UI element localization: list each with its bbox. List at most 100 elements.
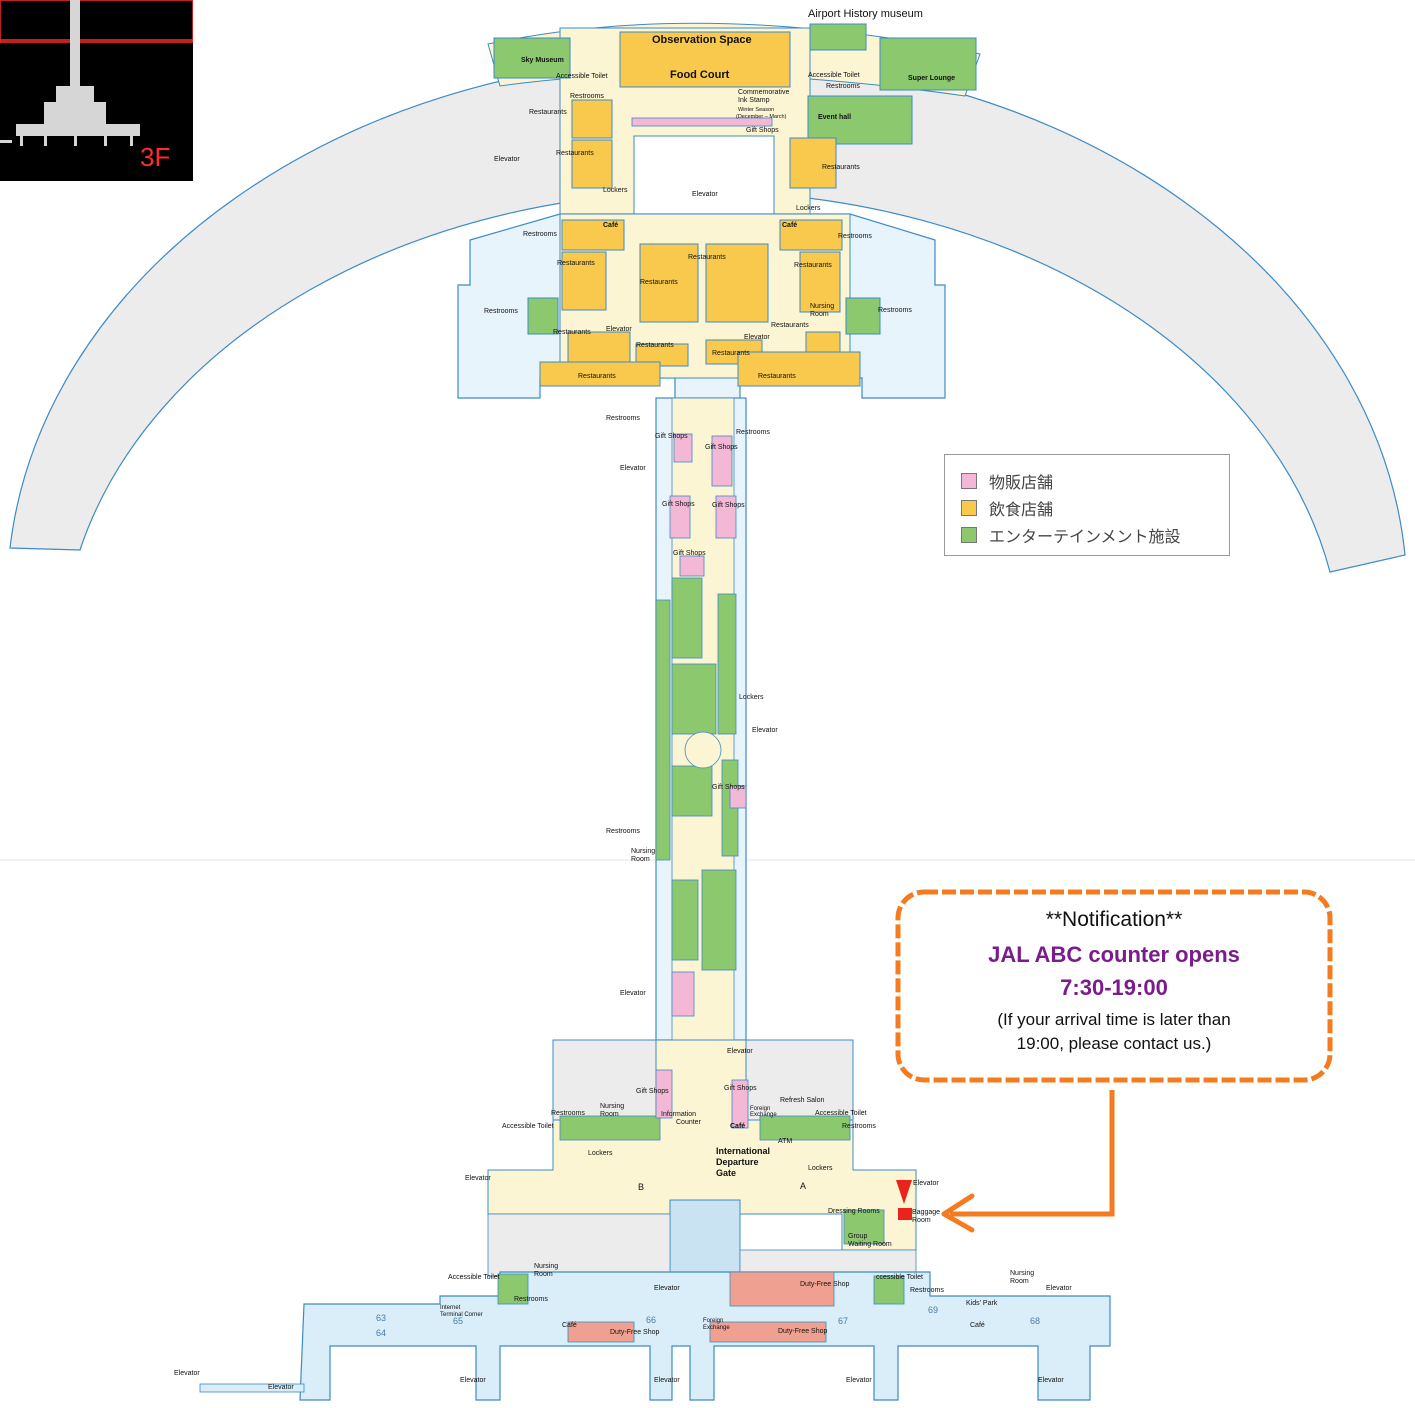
label-cafe-r: Café xyxy=(782,222,797,229)
label-restaurants-f: Restaurants xyxy=(794,262,832,269)
label-restaurants-g: Restaurants xyxy=(640,279,678,286)
gift-strip xyxy=(631,117,773,127)
label-gift-c1: Gift Shops xyxy=(655,433,688,440)
label-info-1: Information xyxy=(661,1111,696,1118)
label-elevator-c3: Elevator xyxy=(620,465,646,472)
label-restaurants-c: Restaurants xyxy=(822,164,860,171)
notice-line-2: 7:30-19:00 xyxy=(1060,975,1168,1000)
label-gift-s1: Gift Shops xyxy=(636,1088,669,1095)
legend-swatch-food xyxy=(961,499,977,516)
rest-block-c1 xyxy=(639,243,699,323)
label-nursing-c2: Room xyxy=(631,856,650,863)
label-restaurants-i: Restaurants xyxy=(553,329,591,336)
label-restrooms-s2: Restrooms xyxy=(842,1123,876,1130)
label-lockers-s1: Lockers xyxy=(588,1150,613,1157)
label-sky-museum: Sky Museum xyxy=(521,57,564,64)
gate-63: 63 xyxy=(376,1313,386,1323)
label-gift-c4: Gift Shops xyxy=(712,502,745,509)
label-nursing-s2: Room xyxy=(600,1111,619,1118)
notice-arrow-head xyxy=(941,1193,975,1233)
label-acc-w: Accessible Toilet xyxy=(448,1274,500,1281)
label-cafe-l: Café xyxy=(603,222,618,229)
gate-68: 68 xyxy=(1030,1316,1040,1326)
label-restaurants-j: Restaurants xyxy=(636,342,674,349)
departure-concourse xyxy=(299,1271,1111,1401)
south-green-r xyxy=(759,1115,851,1141)
floor-label: 3F xyxy=(140,142,171,172)
super-lounge-block xyxy=(879,37,977,91)
label-elevator-c5: Elevator xyxy=(620,990,646,997)
label-nursing-w1: Nursing xyxy=(534,1263,558,1270)
label-acc-e: ccessible Toilet xyxy=(876,1274,923,1281)
floor-indicator-diagram xyxy=(0,0,194,146)
group-waiting-block xyxy=(843,1209,885,1245)
label-refresh: Refresh Salon xyxy=(780,1097,824,1104)
rest-block-nw xyxy=(561,219,625,251)
gate-64: 64 xyxy=(376,1328,386,1338)
label-restaurants-l: Restaurants xyxy=(578,373,616,380)
label-elevator-c4: Elevator xyxy=(752,727,778,734)
pier-green-2 xyxy=(671,663,717,735)
notification-callout: **Notification** JAL ABC counter opens 7… xyxy=(898,892,1330,1080)
pier-pink-2 xyxy=(711,435,733,487)
label-gift-c6: Gift Shops xyxy=(712,784,745,791)
event-hall-block xyxy=(807,95,913,145)
label-foreign-b2: Exchange xyxy=(703,1325,730,1331)
label-atm: ATM xyxy=(778,1138,792,1145)
label-observation-space: Observation Space xyxy=(652,34,752,46)
label-elevator-c1: Elevator xyxy=(606,326,632,333)
courtyard xyxy=(633,135,775,223)
label-accessible-toilet-l: Accessible Toilet xyxy=(556,73,608,80)
legend-label-entertainment: エンターテインメント施設 xyxy=(989,526,1181,546)
pier-rotunda xyxy=(684,731,722,769)
notice-line-3: (If your arrival time is later than xyxy=(997,1010,1231,1029)
concourse-green-w xyxy=(497,1273,529,1305)
pier-pink-5 xyxy=(679,555,705,577)
label-restaurants-h: Restaurants xyxy=(771,322,809,329)
rest-block-ne xyxy=(779,219,843,251)
label-gift-s2: Gift Shops xyxy=(724,1085,757,1092)
legend-swatch-retail xyxy=(961,472,977,489)
label-gift-c3: Gift Shops xyxy=(662,501,695,508)
label-group-2: Waiting Room xyxy=(848,1241,892,1248)
notice-arrow xyxy=(950,1090,1115,1217)
pier-pink-4 xyxy=(715,495,737,539)
label-elevator-b5: Elevator xyxy=(846,1377,872,1384)
label-stamp-3: Winter Season xyxy=(738,107,774,113)
label-restrooms-c: Restrooms xyxy=(606,828,640,835)
label-nursing-1: Nursing xyxy=(810,303,834,310)
museum-block xyxy=(809,23,867,51)
dutyfree-block-2 xyxy=(567,1321,635,1343)
restroom-block-w xyxy=(527,297,559,335)
label-restrooms-side-l: Restrooms xyxy=(484,308,518,315)
label-nursing-e1: Nursing xyxy=(1010,1270,1034,1277)
label-dutyfree-1: Duty-Free Shop xyxy=(800,1281,850,1288)
rest-block-br xyxy=(737,351,861,387)
label-nursing-w2: Room xyxy=(534,1271,553,1278)
pier-green-1 xyxy=(671,577,703,659)
rest-block-sw xyxy=(567,331,631,365)
label-elevator-b4: Elevator xyxy=(654,1377,680,1384)
label-history-museum: Airport History museum xyxy=(808,8,923,20)
label-restrooms-n2: Restrooms xyxy=(736,429,770,436)
observation-space-block xyxy=(619,31,791,88)
legend-item-entertainment: エンターテインメント施設 xyxy=(961,521,1229,548)
label-dutyfree-3: Duty-Free Shop xyxy=(778,1328,828,1335)
pier-green-3 xyxy=(717,593,737,735)
gate-65: 65 xyxy=(453,1316,463,1326)
label-gate-a: A xyxy=(800,1181,806,1191)
label-acc-s-r: Accessible Toilet xyxy=(815,1110,867,1117)
label-lockers-s2: Lockers xyxy=(808,1165,833,1172)
label-nursing-e2: Room xyxy=(1010,1278,1029,1285)
label-elevator-s3: Elevator xyxy=(913,1180,939,1187)
south-pink-r xyxy=(731,1079,749,1129)
label-acc-s-l: Accessible Toilet xyxy=(502,1123,554,1130)
label-food-court: Food Court xyxy=(670,69,730,81)
rest-block-s1 xyxy=(635,343,689,367)
restaurant-w xyxy=(571,139,613,189)
label-restrooms-top-l: Restrooms xyxy=(570,93,604,100)
label-gift-c5: Gift Shops xyxy=(673,550,706,557)
label-foreign-1: Foreign xyxy=(750,1106,770,1112)
rest-block-w xyxy=(561,251,607,311)
